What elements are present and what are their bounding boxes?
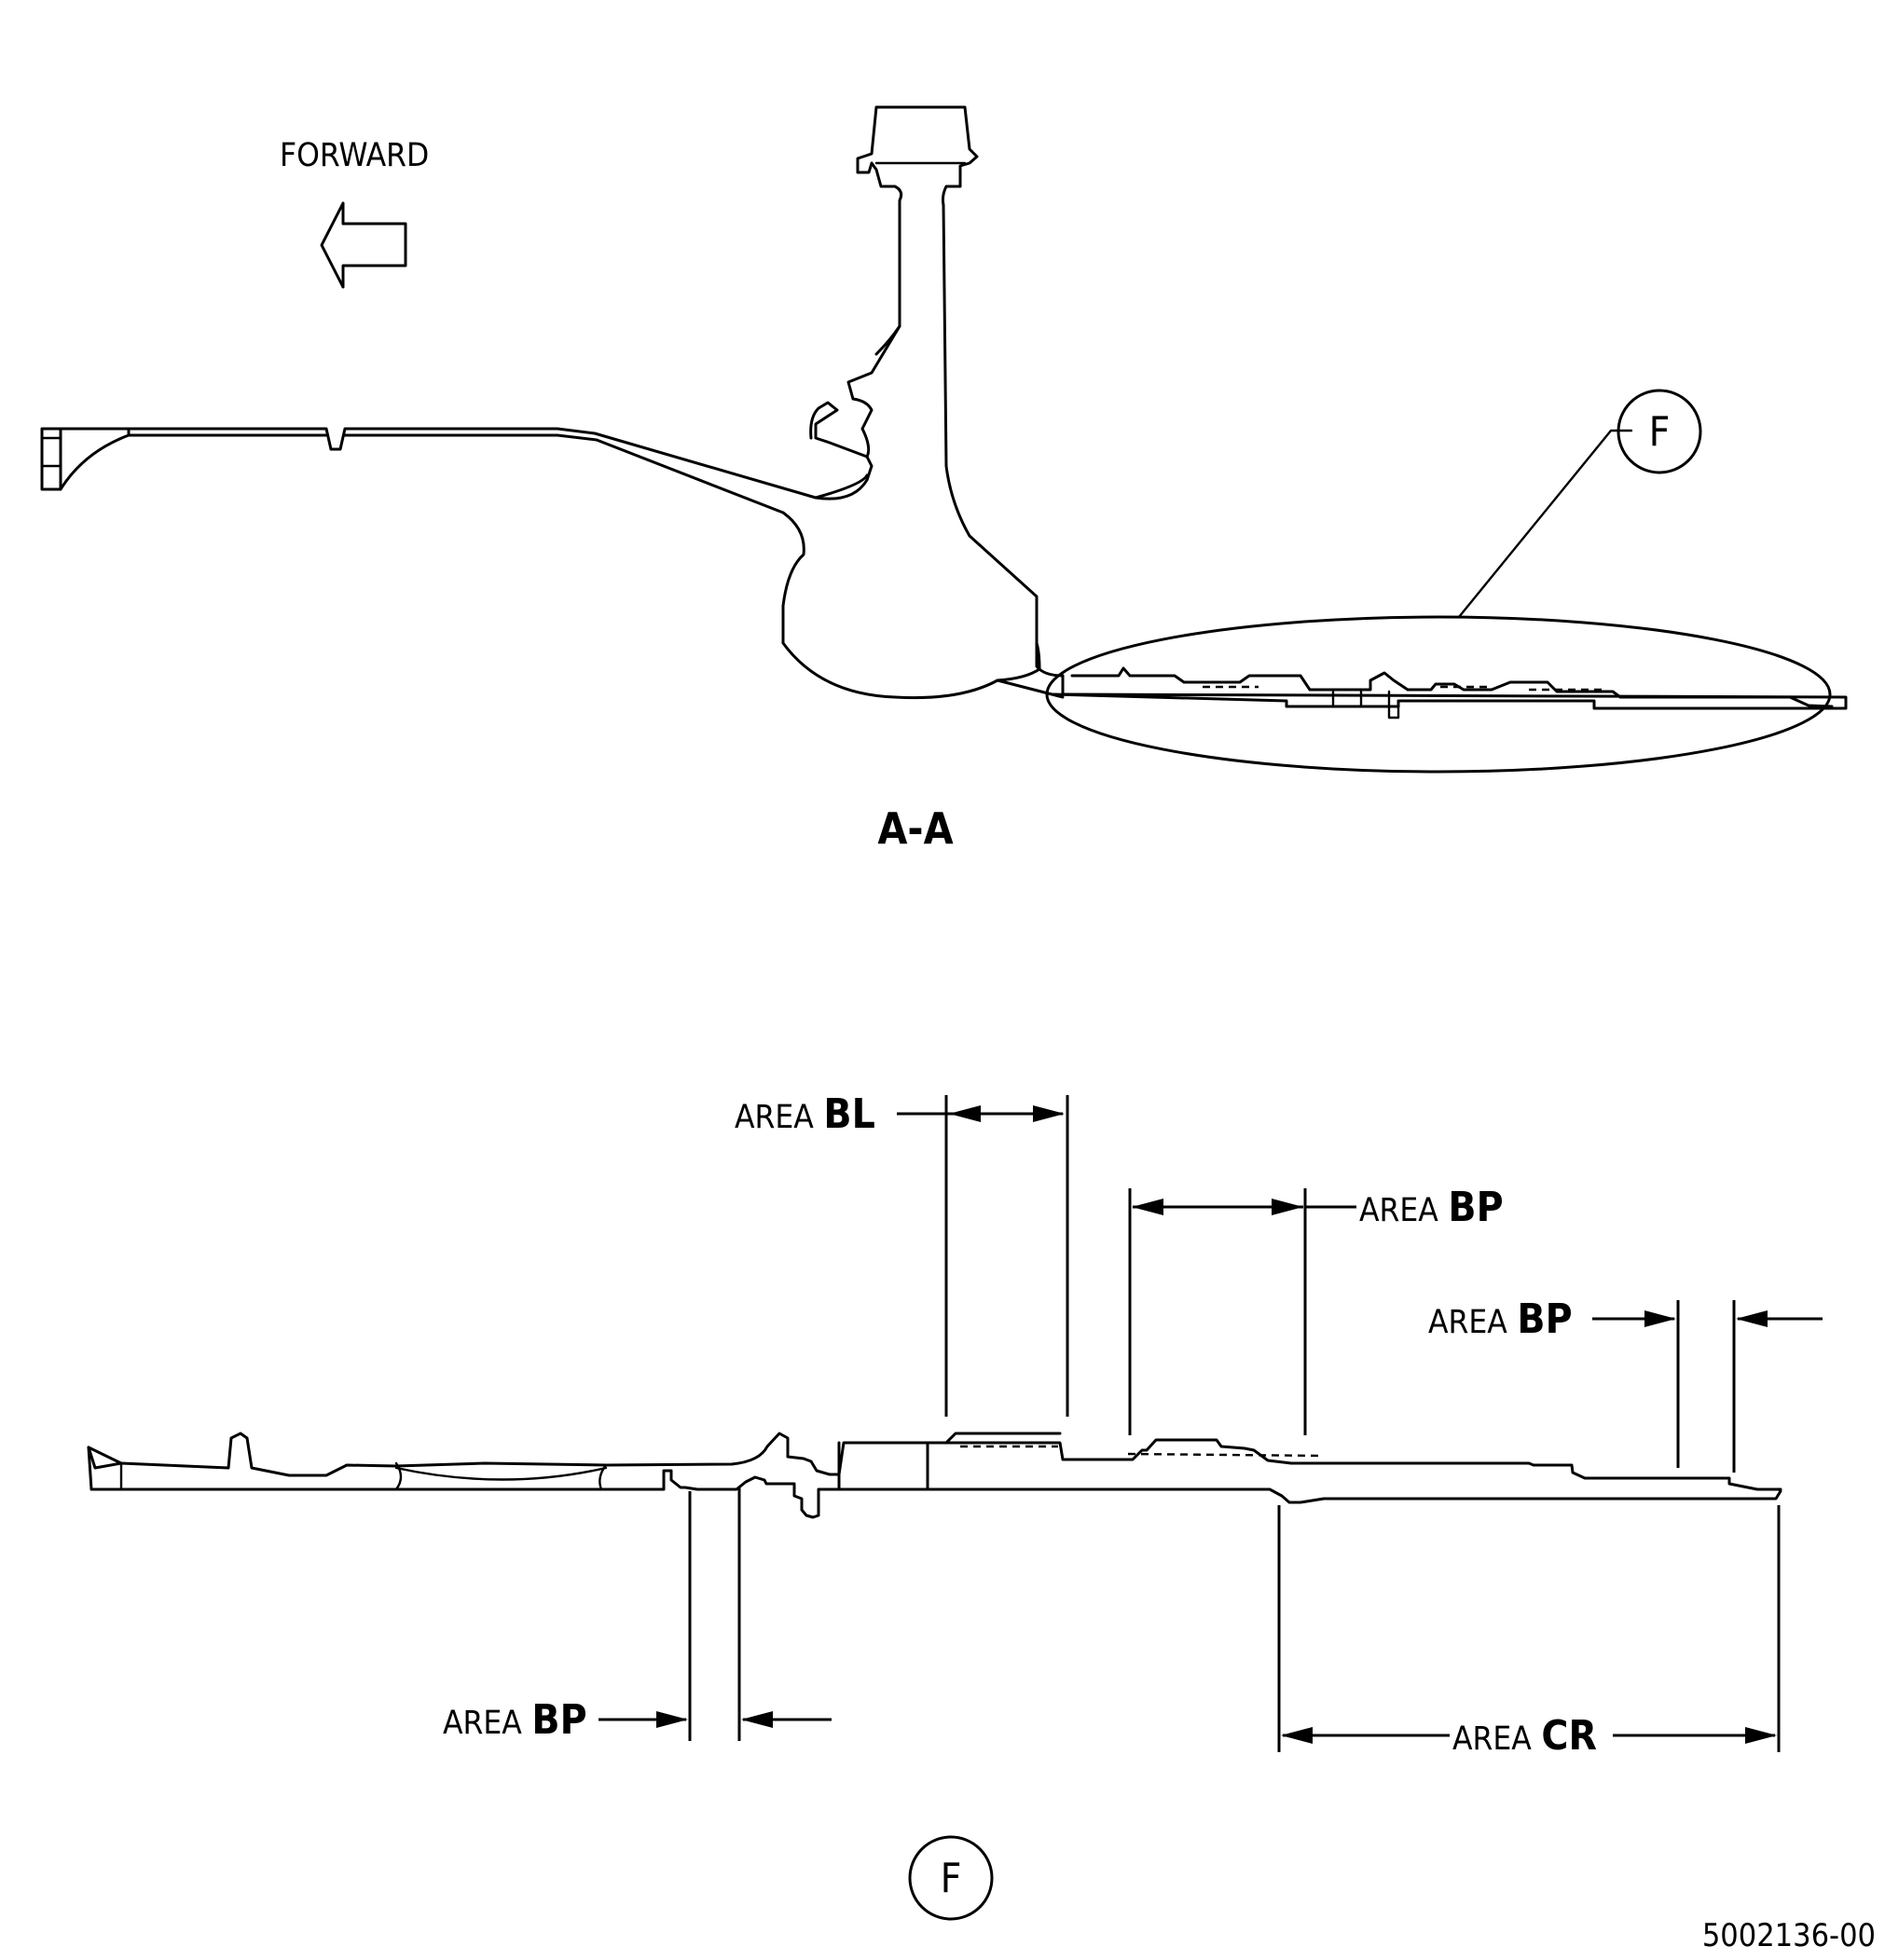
svg-text:AREA CR: AREA CR (1452, 1712, 1597, 1760)
area-cr-code: CR (1541, 1712, 1597, 1760)
callout-leader-line (1457, 429, 1633, 619)
detail-callout-ellipse (1045, 615, 1832, 774)
area-bl-code: BL (823, 1090, 874, 1138)
area-bp-right-prefix: AREA (1428, 1304, 1507, 1341)
area-bp-right-code: BP (1517, 1295, 1572, 1343)
detail-circle-f (908, 1835, 994, 1921)
detail-f-outline (87, 1432, 1782, 1519)
area-cr-annotation: AREA CR (1277, 1505, 1781, 1760)
callout-circle-f (1617, 389, 1702, 474)
figure-id: 5002136-00 (1702, 1917, 1876, 1954)
area-bl-prefix: AREA (735, 1099, 814, 1136)
area-bl-annotation: AREA BL (735, 1090, 1069, 1417)
svg-text:AREA BP: AREA BP (1359, 1184, 1504, 1231)
svg-text:AREA BP: AREA BP (1428, 1295, 1573, 1343)
area-bp-top-annotation: AREA BP (1128, 1184, 1504, 1435)
forward-arrow-icon (320, 201, 407, 289)
forward-label: FORWARD (280, 137, 429, 174)
section-a-a-outline (40, 105, 1065, 700)
area-bp-bottom-code: BP (531, 1696, 586, 1744)
area-cr-prefix: AREA (1452, 1720, 1532, 1758)
area-bp-top-code: BP (1448, 1184, 1503, 1231)
svg-text:AREA BP: AREA BP (443, 1696, 587, 1744)
area-bp-top-prefix: AREA (1359, 1192, 1438, 1229)
area-bp-bottom-annotation: AREA BP (443, 1487, 832, 1744)
section-a-a-shaft (1052, 666, 1848, 720)
detail-label: F (941, 1855, 962, 1902)
section-label: A-A (877, 803, 953, 854)
area-bp-right-annotation: AREA BP (1428, 1295, 1823, 1473)
callout-letter: F (1649, 408, 1671, 456)
svg-text:AREA BL: AREA BL (735, 1090, 875, 1138)
area-bp-bottom-prefix: AREA (443, 1705, 522, 1742)
